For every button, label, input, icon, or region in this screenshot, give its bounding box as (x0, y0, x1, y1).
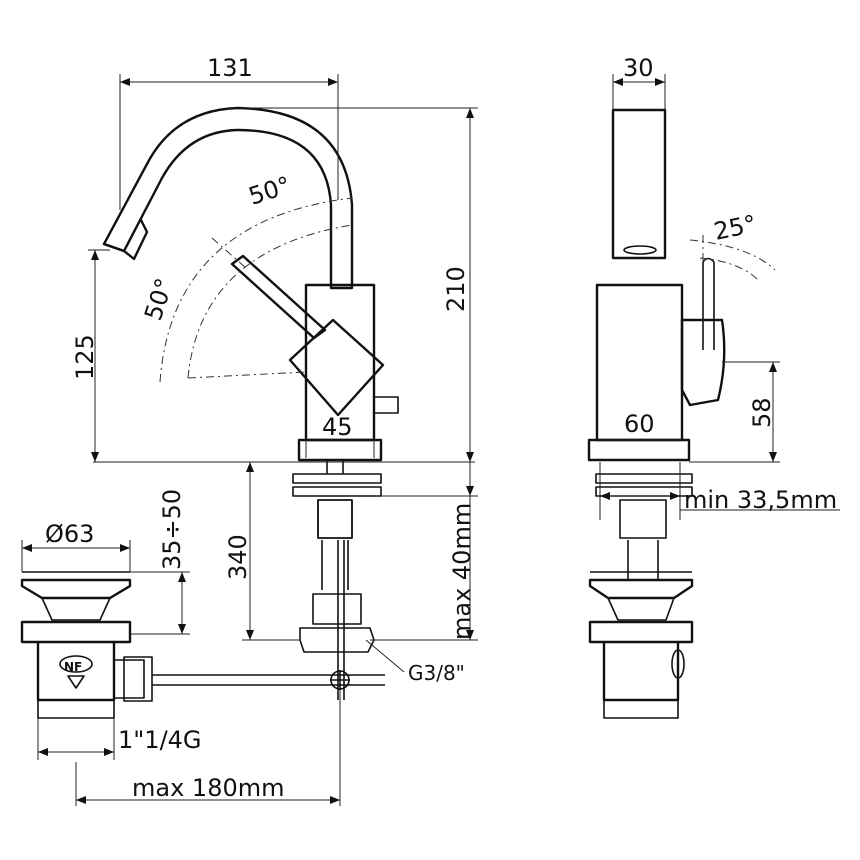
nf-logo: NF (59, 655, 93, 689)
dim-width-top: 131 (207, 54, 253, 82)
side-waste (588, 571, 694, 719)
dim-angle-top: 50° (245, 171, 294, 211)
lever-handle (230, 254, 327, 340)
side-spout (611, 108, 667, 260)
base-plate (297, 438, 383, 462)
dim-height-total: 210 (442, 266, 470, 312)
arrowheads (22, 78, 777, 804)
lever-square (288, 318, 385, 417)
lever-arc-inner (187, 224, 353, 379)
dim-max-reach: max 180mm (132, 774, 284, 802)
side-faucet (587, 108, 726, 580)
dim-waste-thread: 1"1/4G (118, 726, 202, 754)
dim-max-deck: max 40mm (448, 503, 476, 640)
lever-arc-outer (159, 197, 353, 383)
dim-rod-length: 340 (224, 534, 252, 580)
dim-min-thickness: min 33,5mm (684, 486, 837, 514)
dimension-lines (21, 74, 840, 806)
spout-nozzle (102, 218, 149, 261)
dim-angle-left: 50° (139, 275, 179, 324)
dim-pop-diameter: Ø63 (45, 520, 94, 548)
dim-side-angle: 25° (711, 210, 758, 246)
waste-cap (20, 578, 132, 600)
dim-connection: G3/8" (408, 661, 465, 685)
dim-height-spout: 125 (71, 334, 99, 380)
pop-up-knob (373, 396, 399, 414)
dim-side-base: 60 (624, 410, 655, 438)
dim-base-width: 45 (322, 413, 353, 441)
spout (102, 106, 354, 290)
nf-logo-text: NF (64, 660, 82, 674)
dim-pop-range: 35÷50 (158, 489, 186, 570)
front-waste (20, 571, 385, 719)
front-faucet (102, 106, 399, 700)
dim-side-width: 30 (623, 54, 654, 82)
dim-side-height: 58 (748, 397, 776, 428)
